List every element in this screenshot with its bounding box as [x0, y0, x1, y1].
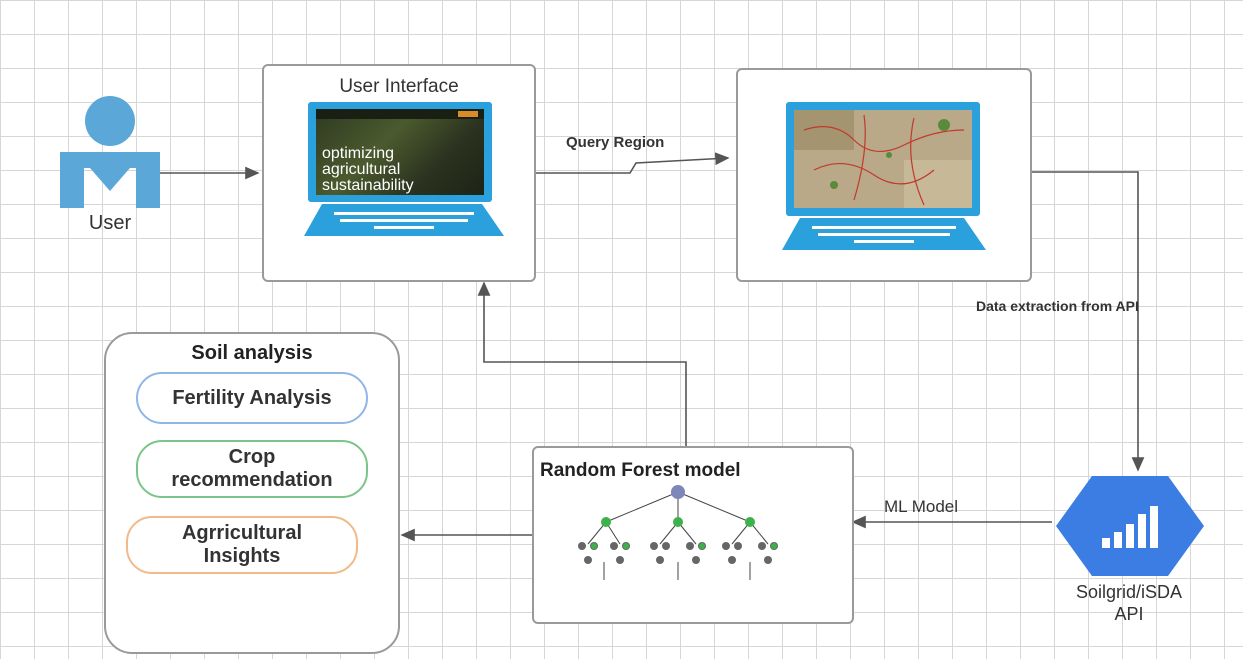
decision-tree-icon — [578, 485, 778, 580]
soil-box: Soil analysis Fertility Analysis Crop re… — [104, 332, 400, 654]
map-laptop-icon — [794, 110, 972, 208]
map-box — [736, 68, 1032, 282]
ui-laptop-base — [304, 204, 504, 236]
ui-box: User Interface optimizing agricultural s… — [262, 64, 536, 282]
crop-recommendation-pill: Crop recommendation — [136, 440, 368, 498]
map-laptop-screen — [786, 102, 980, 216]
ui-title: User Interface — [339, 76, 459, 97]
user-node: User — [56, 96, 164, 236]
agrricultural-label: Agrricultural — [181, 522, 303, 544]
edge-label-query-region: Query Region — [566, 134, 665, 151]
agricultural-insights-pill: Agrricultural Insights — [126, 516, 358, 574]
user-icon — [60, 96, 160, 208]
hexagon-chart-icon — [1056, 476, 1204, 576]
fertility-analysis-pill: Fertility Analysis — [136, 372, 368, 424]
recommendation-label: recommendation — [171, 469, 333, 491]
edge-data-extraction — [1030, 171, 1145, 472]
ui-screen-line-1: optimizing — [322, 145, 395, 162]
rf-box: Random Forest model — [532, 446, 854, 624]
edge-label-data-extraction: Data extraction from API — [976, 298, 1139, 314]
fertility-analysis-label: Fertility Analysis — [172, 386, 332, 409]
crop-label: Crop — [228, 446, 276, 468]
ui-screen-image: optimizing agricultural sustainability — [316, 109, 484, 195]
api-label-line1: Soilgrid/iSDA — [1075, 582, 1183, 602]
ui-laptop-screen: optimizing agricultural sustainability — [308, 102, 492, 202]
edge-rf-to-ui — [477, 281, 687, 446]
edge-label-ml-model: ML Model — [884, 497, 959, 516]
api-node: Soilgrid/iSDA API — [1048, 474, 1228, 634]
user-label: User — [88, 212, 132, 234]
api-label-line2: API — [1114, 604, 1144, 624]
ui-screen-line-2: agricultural — [322, 161, 401, 178]
ui-screen-line-3: sustainability — [322, 177, 414, 194]
map-laptop-base — [782, 218, 986, 250]
soil-title: Soil analysis — [191, 342, 313, 364]
rf-title: Random Forest model — [540, 460, 741, 481]
insights-label: Insights — [203, 545, 281, 567]
edge-query-region — [535, 152, 730, 174]
